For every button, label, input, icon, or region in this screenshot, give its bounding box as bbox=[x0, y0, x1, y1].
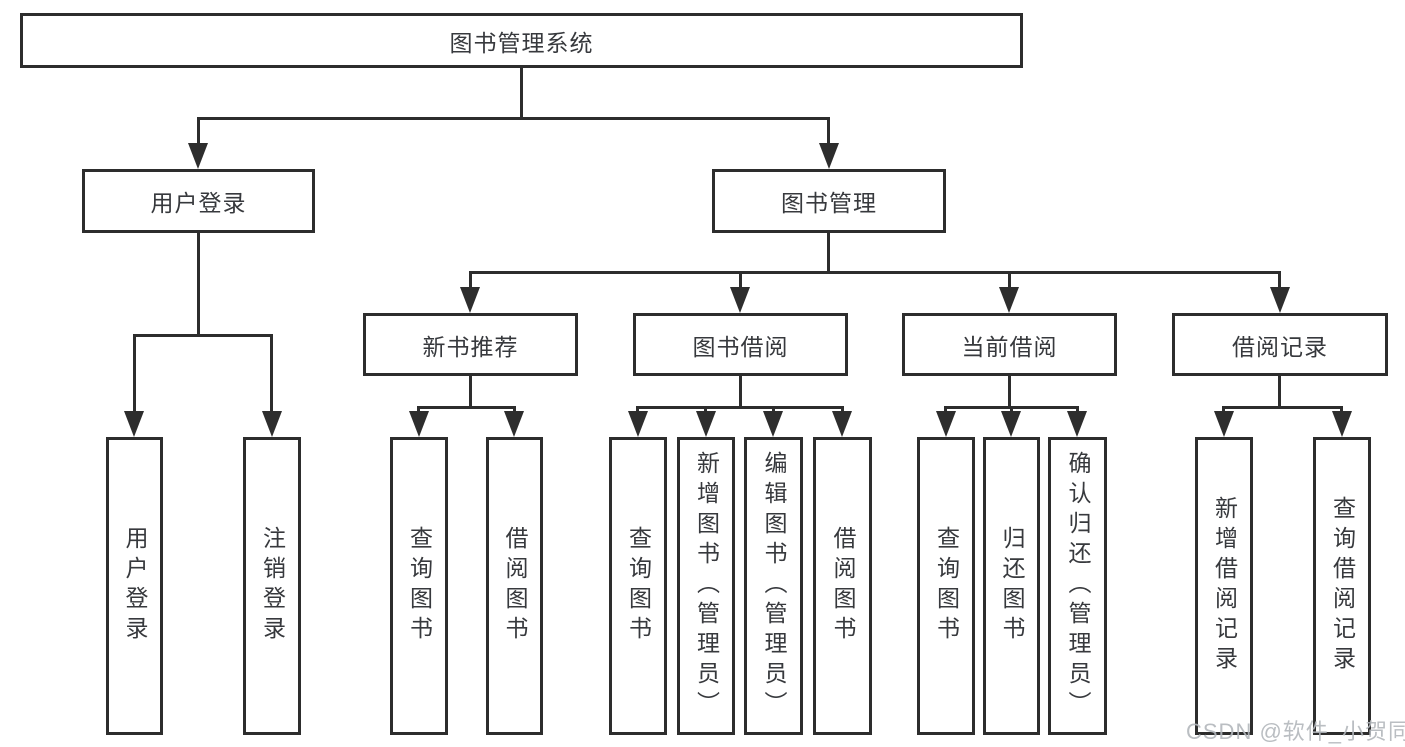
node-label: 编辑图书（管理员） bbox=[761, 451, 787, 721]
connector-new-book-recommendation-bus bbox=[417, 406, 516, 409]
arrow-to-edit-books-admin-icon bbox=[763, 411, 783, 437]
node-label: 用户登录 bbox=[122, 526, 148, 646]
node-query-books-current: 查询图书 bbox=[917, 437, 975, 735]
node-borrow-books-borrowing: 借阅图书 bbox=[813, 437, 872, 735]
connector-user-login-stem bbox=[197, 231, 200, 337]
arrow-to-borrow-books-recommend-icon bbox=[504, 411, 524, 437]
node-label: 借阅图书 bbox=[830, 526, 856, 646]
csdn-watermark: CSDN @软件_小贺同学 bbox=[1186, 719, 1405, 744]
node-label: 借阅记录 bbox=[1232, 333, 1328, 360]
connector-drop-book-borrowing bbox=[739, 271, 742, 291]
connector-borrowing-records-bus bbox=[1222, 406, 1342, 409]
arrow-to-current-borrowing-icon bbox=[999, 287, 1019, 313]
arrow-to-book-borrowing-icon bbox=[730, 287, 750, 313]
node-add-borrowing-record: 新增借阅记录 bbox=[1195, 437, 1253, 735]
node-label: 确认归还（管理员） bbox=[1065, 451, 1091, 721]
node-current-borrowing: 当前借阅 bbox=[902, 313, 1117, 376]
node-label: 图书借阅 bbox=[692, 333, 789, 360]
arrow-to-query-books-borrowing-icon bbox=[628, 411, 648, 437]
connector-user-login-bus bbox=[133, 334, 272, 337]
arrow-to-return-books-icon bbox=[1001, 411, 1021, 437]
connector-current-borrowing-stem bbox=[1008, 374, 1011, 409]
node-user-login: 用户登录 bbox=[82, 169, 315, 233]
connector-drop-new-book-recommendation bbox=[469, 271, 472, 291]
arrow-to-user-login-action-icon bbox=[124, 411, 144, 437]
node-add-books-admin: 新增图书（管理员） bbox=[677, 437, 735, 735]
node-label: 借阅图书 bbox=[502, 526, 528, 646]
arrow-to-user-login-icon bbox=[188, 143, 208, 169]
node-logout-action: 注销登录 bbox=[243, 437, 301, 735]
node-label: 当前借阅 bbox=[961, 333, 1058, 360]
arrow-to-query-books-current-icon bbox=[936, 411, 956, 437]
node-user-login-action: 用户登录 bbox=[106, 437, 163, 735]
node-query-books-recommend: 查询图书 bbox=[390, 437, 448, 735]
node-label: 查询借阅记录 bbox=[1329, 496, 1356, 676]
arrow-to-book-management-icon bbox=[819, 143, 839, 169]
connector-book-management-stem bbox=[827, 231, 830, 274]
node-label: 注销登录 bbox=[259, 526, 286, 646]
node-label: 新增图书（管理员） bbox=[693, 451, 720, 721]
node-label: 新书推荐 bbox=[422, 333, 519, 360]
connector-book-borrowing-bus bbox=[636, 406, 843, 409]
arrow-to-add-books-admin-icon bbox=[696, 411, 716, 437]
node-label: 归还图书 bbox=[999, 526, 1025, 646]
node-return-books: 归还图书 bbox=[983, 437, 1040, 735]
connector-root-bus bbox=[197, 117, 830, 120]
arrow-to-new-book-recommendation-icon bbox=[460, 287, 480, 313]
node-label: 查询图书 bbox=[933, 526, 960, 646]
node-label: 查询图书 bbox=[625, 526, 652, 646]
node-query-books-borrowing: 查询图书 bbox=[609, 437, 667, 735]
connector-new-book-recommendation-stem bbox=[469, 374, 472, 409]
node-query-borrowing-record: 查询借阅记录 bbox=[1313, 437, 1371, 735]
arrow-to-borrowing-records-icon bbox=[1270, 287, 1290, 313]
node-borrowing-records: 借阅记录 bbox=[1172, 313, 1388, 376]
connector-drop-current-borrowing bbox=[1008, 271, 1011, 291]
connector-drop-borrowing-records bbox=[1278, 271, 1281, 291]
arrow-to-query-books-recommend-icon bbox=[409, 411, 429, 437]
node-label: 用户登录 bbox=[150, 190, 247, 216]
arrow-to-borrow-books-borrowing-icon bbox=[832, 411, 852, 437]
node-label: 图书管理系统 bbox=[449, 29, 594, 56]
node-label: 查询图书 bbox=[406, 526, 433, 646]
connector-drop-book-management bbox=[827, 117, 830, 149]
node-new-book-recommendation: 新书推荐 bbox=[363, 313, 578, 376]
arrow-to-query-borrowing-record-icon bbox=[1332, 411, 1352, 437]
node-book-borrowing: 图书借阅 bbox=[633, 313, 848, 376]
connector-drop-logout-action bbox=[270, 334, 273, 414]
connector-drop-user-login-action bbox=[133, 334, 136, 414]
node-book-management: 图书管理 bbox=[712, 169, 946, 233]
node-edit-books-admin: 编辑图书（管理员） bbox=[744, 437, 803, 735]
node-label: 新增借阅记录 bbox=[1211, 496, 1238, 676]
arrow-to-add-borrowing-record-icon bbox=[1214, 411, 1234, 437]
node-label: 图书管理 bbox=[781, 190, 877, 216]
arrow-to-confirm-return-admin-icon bbox=[1067, 411, 1087, 437]
connector-book-management-bus bbox=[469, 271, 1280, 274]
connector-borrowing-records-stem bbox=[1278, 374, 1281, 409]
node-borrow-books-recommend: 借阅图书 bbox=[486, 437, 543, 735]
connector-book-borrowing-stem bbox=[739, 374, 742, 409]
node-library-management-system: 图书管理系统 bbox=[20, 13, 1023, 68]
connector-drop-user-login bbox=[197, 117, 200, 149]
arrow-to-logout-action-icon bbox=[262, 411, 282, 437]
connector-root-stem bbox=[520, 67, 523, 119]
node-confirm-return-admin: 确认归还（管理员） bbox=[1048, 437, 1107, 735]
